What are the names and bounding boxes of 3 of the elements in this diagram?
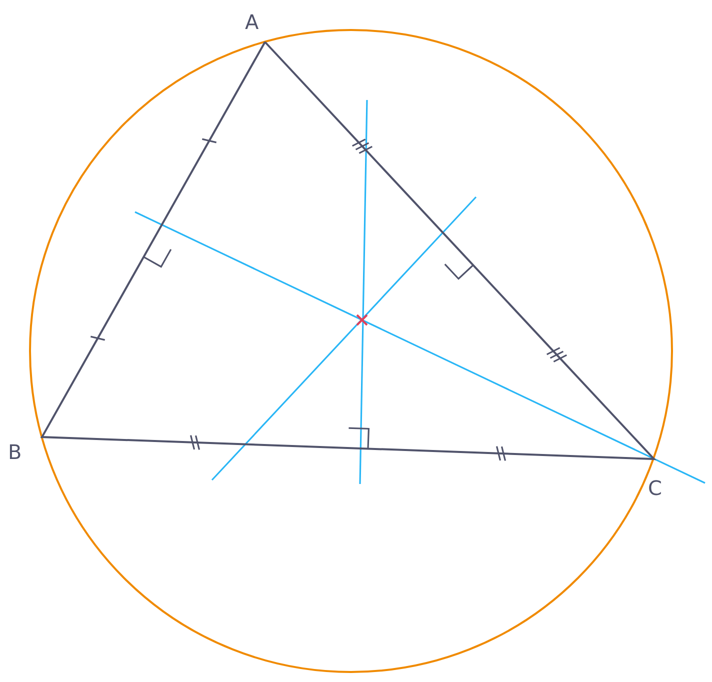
vertex-label: C: [648, 478, 662, 498]
vertex-label: B: [8, 442, 22, 462]
vertex-label: A: [245, 12, 259, 32]
